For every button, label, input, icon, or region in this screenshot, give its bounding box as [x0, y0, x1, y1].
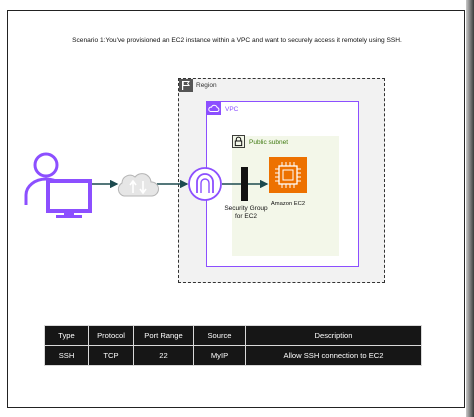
cell-port-range: 22 [133, 345, 194, 366]
subnet-label: Public subnet [249, 139, 289, 146]
security-group-bar-icon [241, 167, 248, 201]
vpc-label: VPC [225, 106, 239, 113]
cell-type: SSH [44, 345, 89, 366]
header-description: Description [245, 325, 422, 346]
scenario-text: Scenario 1:You've provisioned an EC2 ins… [72, 37, 402, 44]
header-source: Source [193, 325, 246, 346]
header-protocol: Protocol [88, 325, 134, 346]
page-edge-shadow [466, 0, 474, 417]
security-group-label-line1: Security Group [224, 205, 268, 212]
internet-gateway-icon [188, 167, 222, 201]
security-group-label-line2: for EC2 [234, 213, 258, 220]
cell-source: MyIP [193, 345, 246, 366]
cell-description: Allow SSH connection to EC2 [245, 345, 422, 366]
ec2-chip-icon [269, 157, 307, 193]
table-header-row: Type Protocol Port Range Source Descript… [44, 325, 422, 346]
header-port-range: Port Range [133, 325, 194, 346]
cloud-internet-icon [117, 173, 159, 197]
table-row: SSH TCP 22 MyIP Allow SSH connection to … [44, 345, 422, 366]
security-group-label: Security Group for EC2 [218, 205, 274, 221]
user-with-laptop-icon [24, 152, 92, 218]
padlock-icon [232, 135, 245, 148]
cell-protocol: TCP [88, 345, 134, 366]
header-type: Type [44, 325, 89, 346]
vpc-cloud-icon [207, 102, 221, 115]
public-subnet-container [232, 136, 339, 256]
region-flag-icon [179, 79, 193, 92]
ec2-label: Amazon EC2 [270, 201, 306, 207]
security-group-rules-table: Type Protocol Port Range Source Descript… [44, 325, 422, 366]
region-label: Region [196, 82, 217, 89]
